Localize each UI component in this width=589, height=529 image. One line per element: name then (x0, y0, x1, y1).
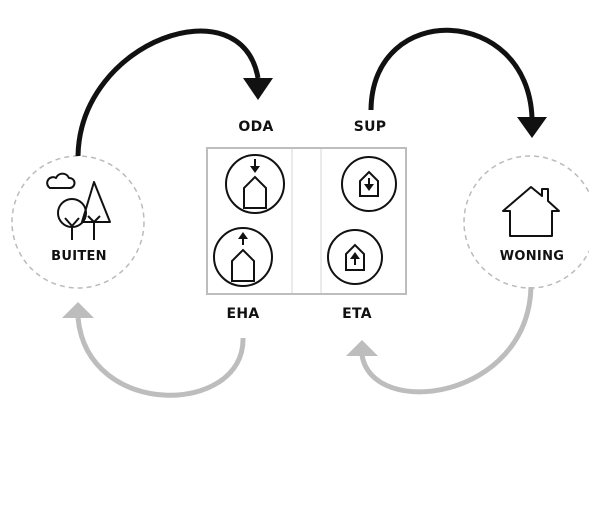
outside-label: BUITEN (51, 249, 107, 264)
outside-to-oda-arrowhead (243, 78, 273, 100)
oda-label: ODA (238, 119, 274, 135)
home-to-eta-arrow (359, 286, 534, 395)
house-arrow-down-icon (225, 154, 285, 214)
eta-label: ETA (342, 306, 372, 322)
house-arrow-up-icon (213, 227, 273, 287)
sup-to-home-arrow (368, 27, 535, 119)
house-inner-arrow-up-icon (327, 229, 383, 285)
trees-cloud-icon (46, 172, 111, 240)
home-to-eta-arrowhead (346, 340, 378, 356)
home-node-circle (463, 155, 589, 289)
ventilation-unit (206, 147, 407, 295)
sup-label: SUP (353, 119, 387, 135)
house-icon (502, 186, 560, 237)
eha-to-outside-arrowhead (62, 302, 94, 318)
house-inner-arrow-down-icon (341, 156, 397, 212)
outside-node-circle (11, 155, 145, 289)
sup-to-home-arrowhead (517, 117, 547, 138)
eha-to-outside-arrow (75, 317, 246, 398)
home-label: WONING (499, 249, 565, 264)
eha-label: EHA (226, 306, 260, 322)
outside-to-oda-arrow (75, 28, 261, 157)
